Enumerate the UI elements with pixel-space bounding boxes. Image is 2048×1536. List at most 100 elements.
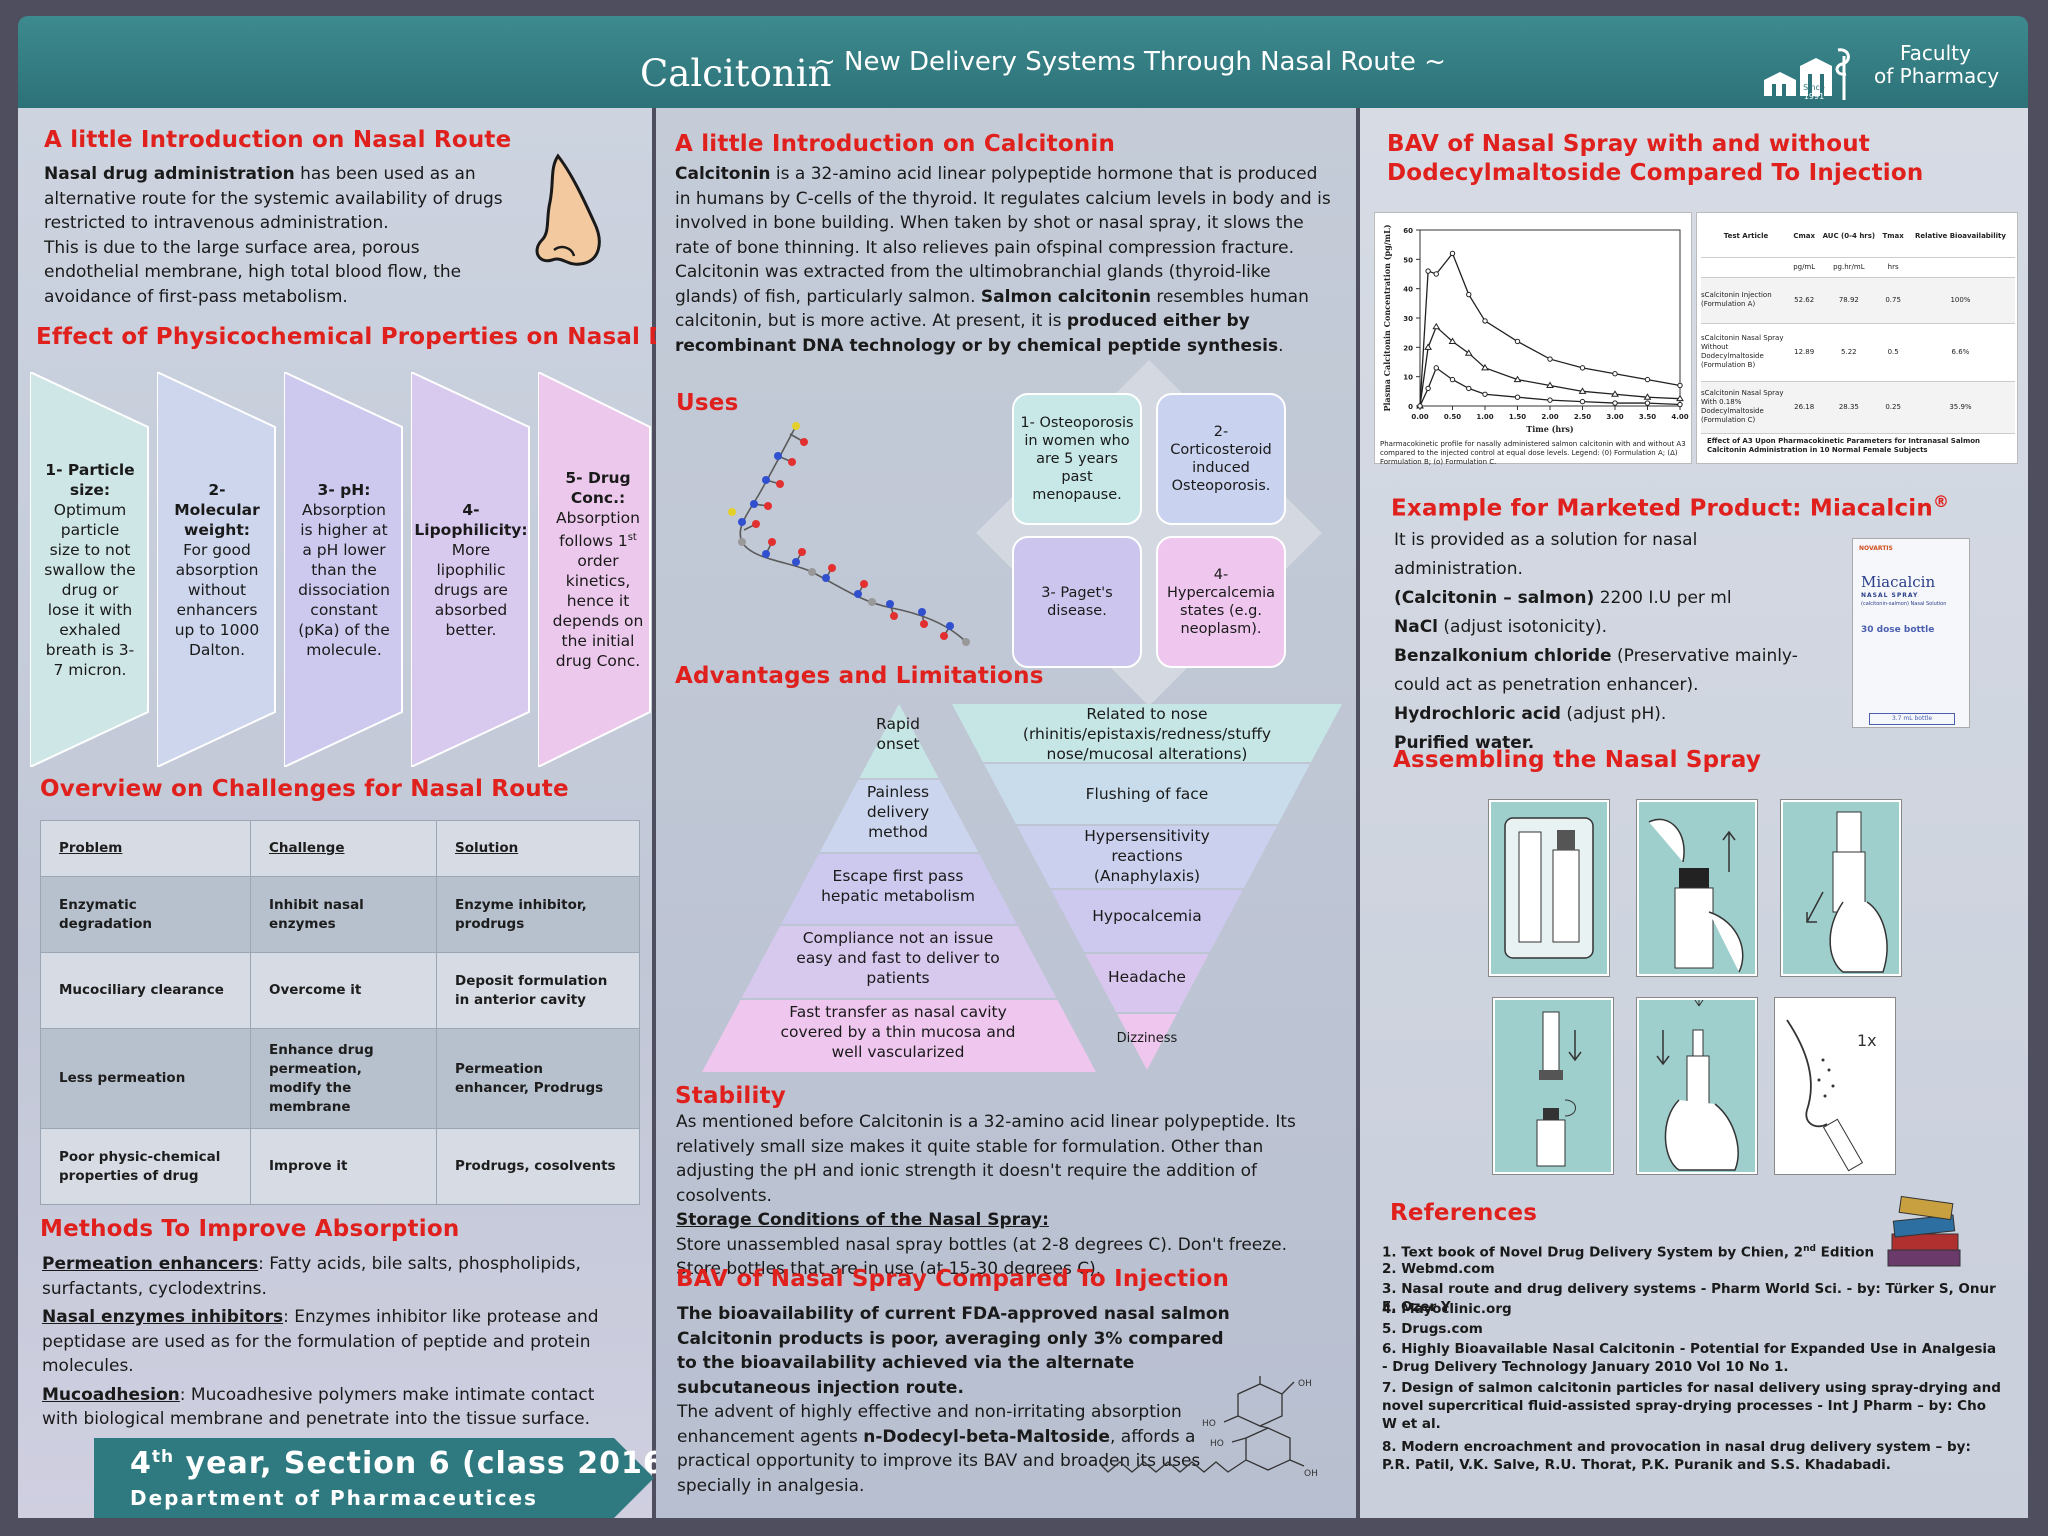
use-pagets: 3- Paget's disease. [1012,536,1142,668]
chevron-title: 5- Drug Conc.: [565,468,631,507]
nose-icon [535,153,601,266]
chevron-lipophilicity: 4- Lipophilicity:More lipophilic drugs a… [411,372,531,767]
chevron-title: 3- pH: [317,480,371,499]
logo-year: 1991 [1804,92,1824,101]
chevron-body: For good absorption without enhancers up… [174,540,260,659]
intro-nasal-text2: This is due to the large surface area, p… [44,237,462,307]
pk-table-row: sCalcitonin Injection (Formulation A) 52… [1701,277,2015,324]
chart-point [1611,390,1619,397]
class-banner: 4th year, Section 6 (class 2016) Departm… [94,1438,678,1518]
table-cell: Enhance drug permeation, modify the memb… [250,1028,437,1129]
market-item: Hydrochloric acid (adjust pH). [1394,704,1667,724]
bav-dodecyl-title-1: BAV of Nasal Spray with and without [1387,131,1870,157]
advantage-fast-transfer: Fast transfer as nasal cavity covered by… [780,1003,1016,1061]
chart-point [1449,376,1456,383]
advantage-compliance: Compliance not an issue easy and fast to… [796,929,1000,987]
chart-point [1676,394,1684,402]
box-dose: 30 dose bottle [1861,625,1935,635]
chart-point [1464,349,1473,356]
chart-point [1579,365,1586,371]
banner-department: Department of Pharmaceutices [130,1486,538,1510]
pk-header: Test Article [1701,217,1791,258]
table-cell: Improve it [250,1128,437,1205]
advantage-first-pass: Escape first pass hepatic metabolism [821,867,975,905]
chevron-ph: 3- pH:Absorption is higher at a pH lower… [284,372,404,767]
chart-x-tick-label: 1.50 [1509,413,1526,421]
chart-point [1424,343,1433,350]
chevron-title: 4- Lipophilicity: [414,500,528,539]
chart-y-tick-label: 30 [1403,315,1413,323]
miacalcin-box: NOVARTIS Miacalcin NASAL SPRAY (calciton… [1852,538,1970,728]
method-item: Permeation enhancers: Fatty acids, bile … [42,1254,581,1299]
limitation-headache: Headache [1108,968,1186,986]
assemble-1x-label: 1x [1857,1031,1877,1050]
dodecyl-maltoside-structure-icon: OH HO HO OH [1099,1376,1318,1479]
table-header: Solution [436,820,640,877]
box-brand: NOVARTIS [1859,545,1893,552]
chart-point [1579,398,1586,405]
chart-point [1481,363,1489,371]
challenges-title: Overview on Challenges for Nasal Route [40,776,569,802]
chart-point [1417,403,1423,409]
chart-point [1449,250,1456,257]
market-item: Benzalkonium chloride (Preservative main… [1394,646,1798,695]
intro-calcitonin-text: Calcitonin is a 32-amino acid linear pol… [675,164,1331,356]
table-cell: Overcome it [250,952,437,1029]
pk-table-header-row: Test Article Cmax AUC (0-4 hrs) Tmax Rel… [1701,217,2015,258]
box-sub: NASAL SPRAY [1861,592,1919,599]
chart-point [1514,394,1521,400]
banner-year: 4th year, Section 6 (class 2016) [130,1446,680,1481]
faculty-logo-icon: Since 1991 [1764,48,1850,101]
advantages-title: Advantages and Limitations [675,663,1044,689]
faculty-line1: Faculty [1900,41,1971,65]
reference-item: 7. Design of salmon calcitonin particles… [1382,1380,2001,1432]
chart-point [1482,391,1488,397]
reference-item: 5. Drugs.com [1382,1321,1483,1337]
assemble-title: Assembling the Nasal Spray [1393,747,1762,773]
chart-x-tick-label: 2.00 [1541,413,1558,421]
chart-x-tick-label: 0.50 [1444,413,1461,421]
table-row: Enzymatic degradation Inhibit nasal enzy… [40,876,640,953]
table-row: Mucociliary clearance Overcome it Deposi… [40,952,640,1029]
pk-table-frame: Test Article Cmax AUC (0-4 hrs) Tmax Rel… [1696,212,2018,464]
reference-item: 2. Webmd.com [1382,1261,1495,1277]
intro-nasal-bold: Nasal drug administration [44,164,295,184]
reference-item: 6. Highly Bioavailable Nasal Calcitonin … [1382,1341,1997,1375]
pk-header: AUC (0-4 hrs) [1817,217,1881,258]
chart-point [1612,400,1618,406]
chart-y-tick-label: 10 [1403,374,1413,382]
table-cell: Enzymatic degradation [40,876,251,953]
intro-nasal-title: A little Introduction on Nasal Route [44,127,512,153]
use-hypercalcemia: 4- Hypercalcemia states (e.g. neoplasm). [1156,536,1286,668]
chart-point [1433,365,1439,371]
reference-item: 1. Text book of Novel Drug Delivery Syst… [1382,1244,1875,1261]
market-intro: It is provided as a solution for nasal a… [1394,530,1698,579]
mol-oh-2: OH [1304,1469,1318,1479]
bav-injection-bold: The bioavailability of current FDA-appro… [677,1304,1230,1398]
market-item: Purified water. [1394,733,1535,753]
chevron-title: 1- Particle size: [45,460,135,499]
chart-point [1677,382,1683,389]
chart-x-tick-label: 3.50 [1639,413,1656,421]
chart-point [1677,401,1683,408]
chart-plot-area [1419,229,1681,407]
title-main: ~ New Delivery Systems Through Nasal Rou… [814,47,1446,77]
stability-title: Stability [675,1083,786,1109]
chart-point [1644,376,1651,383]
table-row: Poor physic-chemical properties of drug … [40,1128,640,1205]
books-icon [1887,1195,1961,1267]
logo-since: Since [1803,83,1825,92]
pk-header: Cmax [1791,217,1818,258]
limitation-hypocalcemia: Hypocalcemia [1092,907,1202,925]
table-header: Problem [40,820,251,877]
chart-x-tick-label: 4.00 [1671,413,1688,421]
chart-y-tick-label: 20 [1403,344,1413,352]
chart-y-tick-label: 60 [1403,227,1413,235]
reference-item: 8. Modern encroachment and provocation i… [1382,1439,1971,1473]
limitation-hypersensitivity: Hypersensitivity reactions (Anaphylaxis) [1084,827,1210,885]
advantage-painless: Painless delivery method [866,783,930,841]
chevron-molecular-weight: 2- Molecular weight:For good absorption … [157,372,277,767]
chart-point [1466,291,1472,298]
chart-x-tick-label: 1.00 [1476,413,1493,421]
method-item: Nasal enzymes inhibitors: Enzymes inhibi… [42,1307,599,1376]
